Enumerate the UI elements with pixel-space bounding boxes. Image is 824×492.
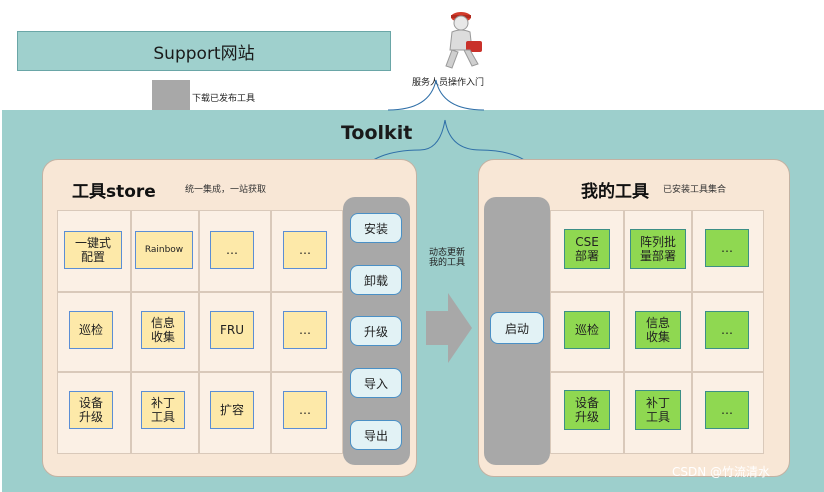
my-tool-tile[interactable]: 补丁 工具: [635, 390, 681, 430]
store-tile[interactable]: …: [283, 391, 327, 429]
my-tool-tile[interactable]: 巡检: [564, 311, 610, 349]
tool-store-subtitle: 统一集成，一站获取: [185, 185, 267, 195]
watermark-text: CSDN @竹流清水: [672, 465, 771, 479]
store-tile[interactable]: 补丁 工具: [141, 391, 185, 429]
my-tool-tile[interactable]: …: [705, 391, 749, 429]
support-site-label: Support网站: [153, 43, 255, 64]
dynamic-update-label: 动态更新我的工具: [429, 248, 466, 269]
import-button[interactable]: 导入: [350, 368, 402, 398]
upgrade-button[interactable]: 升级: [350, 316, 402, 346]
store-tile[interactable]: 扩容: [210, 391, 254, 429]
my-tool-tile[interactable]: 阵列批 量部署: [630, 229, 686, 269]
my-tool-tile[interactable]: CSE 部署: [564, 229, 610, 269]
store-tile[interactable]: FRU: [210, 311, 254, 349]
store-tile[interactable]: 巡检: [69, 311, 113, 349]
my-tools-title: 我的工具: [581, 182, 649, 202]
my-tools-grid-cell: [550, 210, 624, 292]
store-tile[interactable]: …: [283, 231, 327, 269]
tool-store-title: 工具store: [72, 182, 156, 202]
my-tool-tile[interactable]: 设备 升级: [564, 390, 610, 430]
toolkit-title: Toolkit: [341, 122, 413, 144]
export-button[interactable]: 导出: [350, 420, 402, 450]
store-grid-cell: [199, 292, 271, 372]
store-tile[interactable]: 信息 收集: [141, 311, 185, 349]
store-tile[interactable]: 一键式 配置: [64, 231, 122, 269]
my-tool-tile[interactable]: …: [705, 311, 749, 349]
store-tile[interactable]: Rainbow: [135, 231, 193, 269]
uninstall-button[interactable]: 卸载: [350, 265, 402, 295]
store-tile[interactable]: …: [283, 311, 327, 349]
install-button[interactable]: 安装: [350, 213, 402, 243]
service-entry-label: 服务人员操作入门: [412, 78, 485, 88]
right-arrow-icon: [426, 293, 472, 363]
service-person-icon: [445, 12, 482, 69]
support-site-box: Support网站: [17, 31, 391, 71]
store-tile[interactable]: …: [210, 231, 254, 269]
store-tile[interactable]: 设备 升级: [69, 391, 113, 429]
download-label: 下载已发布工具: [192, 94, 256, 104]
my-tools-grid-cell: [550, 372, 624, 454]
launch-button[interactable]: 启动: [490, 312, 544, 344]
my-tool-tile[interactable]: …: [705, 229, 749, 267]
my-tool-tile[interactable]: 信息 收集: [635, 311, 681, 349]
my-tools-subtitle: 已安装工具集合: [663, 185, 727, 195]
